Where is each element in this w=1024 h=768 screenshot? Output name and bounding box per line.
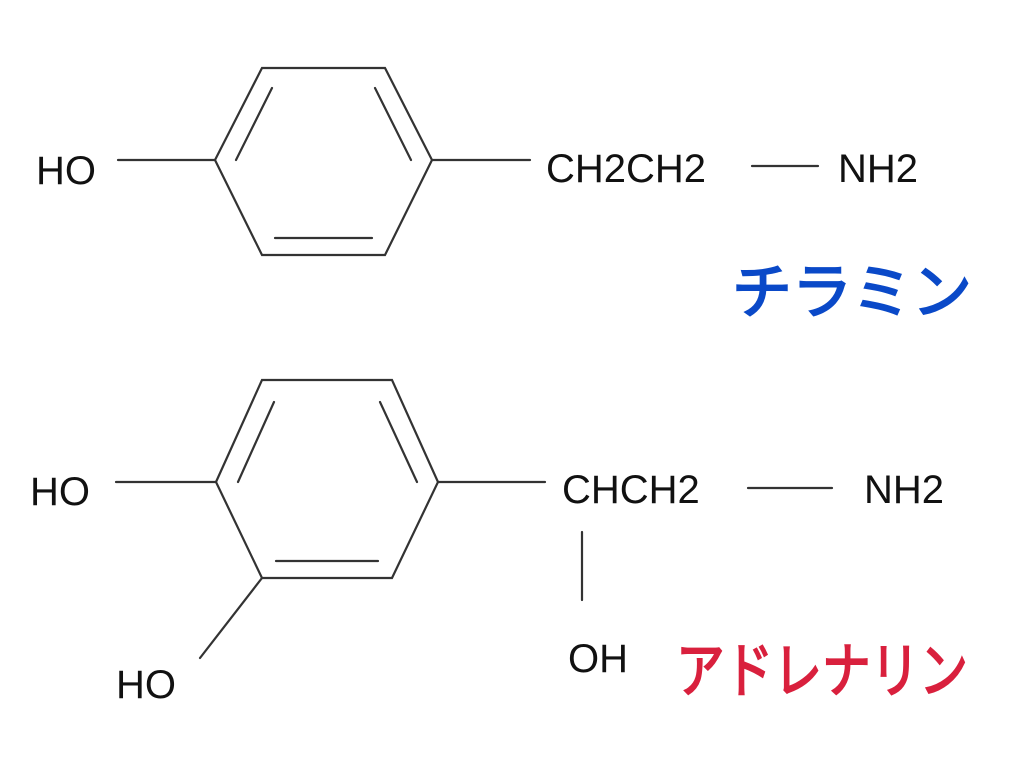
- adrenaline-double-bond-2: [378, 400, 419, 484]
- adrenaline-benzene-ring: [214, 378, 440, 580]
- tyramine-amine-label: NH2: [838, 147, 918, 191]
- adrenaline-name: アドレナリン: [676, 637, 968, 707]
- tyramine-double-bond-1: [234, 86, 274, 162]
- tyramine-benzene-ring: [213, 66, 434, 257]
- tyramine-chain-label: CH2CH2: [546, 147, 706, 191]
- adrenaline-ho-bottom-bond: [198, 576, 264, 660]
- tyramine-structure: HO CH2CH2 NH2 チラミン: [36, 66, 972, 328]
- adrenaline-amine-label: NH2: [864, 468, 944, 512]
- adrenaline-chain-label: CHCH2: [562, 468, 700, 512]
- adrenaline-oh-label: OH: [568, 637, 628, 681]
- tyramine-ho-label: HO: [36, 149, 96, 193]
- adrenaline-ho-top-label: HO: [30, 470, 90, 514]
- adrenaline-ho-bottom-label: HO: [116, 663, 176, 707]
- adrenaline-double-bond-1: [236, 400, 276, 484]
- tyramine-double-bond-2: [373, 86, 413, 162]
- adrenaline-structure: HO HO CHCH2 NH2 OH アドレナリン: [30, 378, 968, 707]
- tyramine-name: チラミン: [732, 258, 972, 328]
